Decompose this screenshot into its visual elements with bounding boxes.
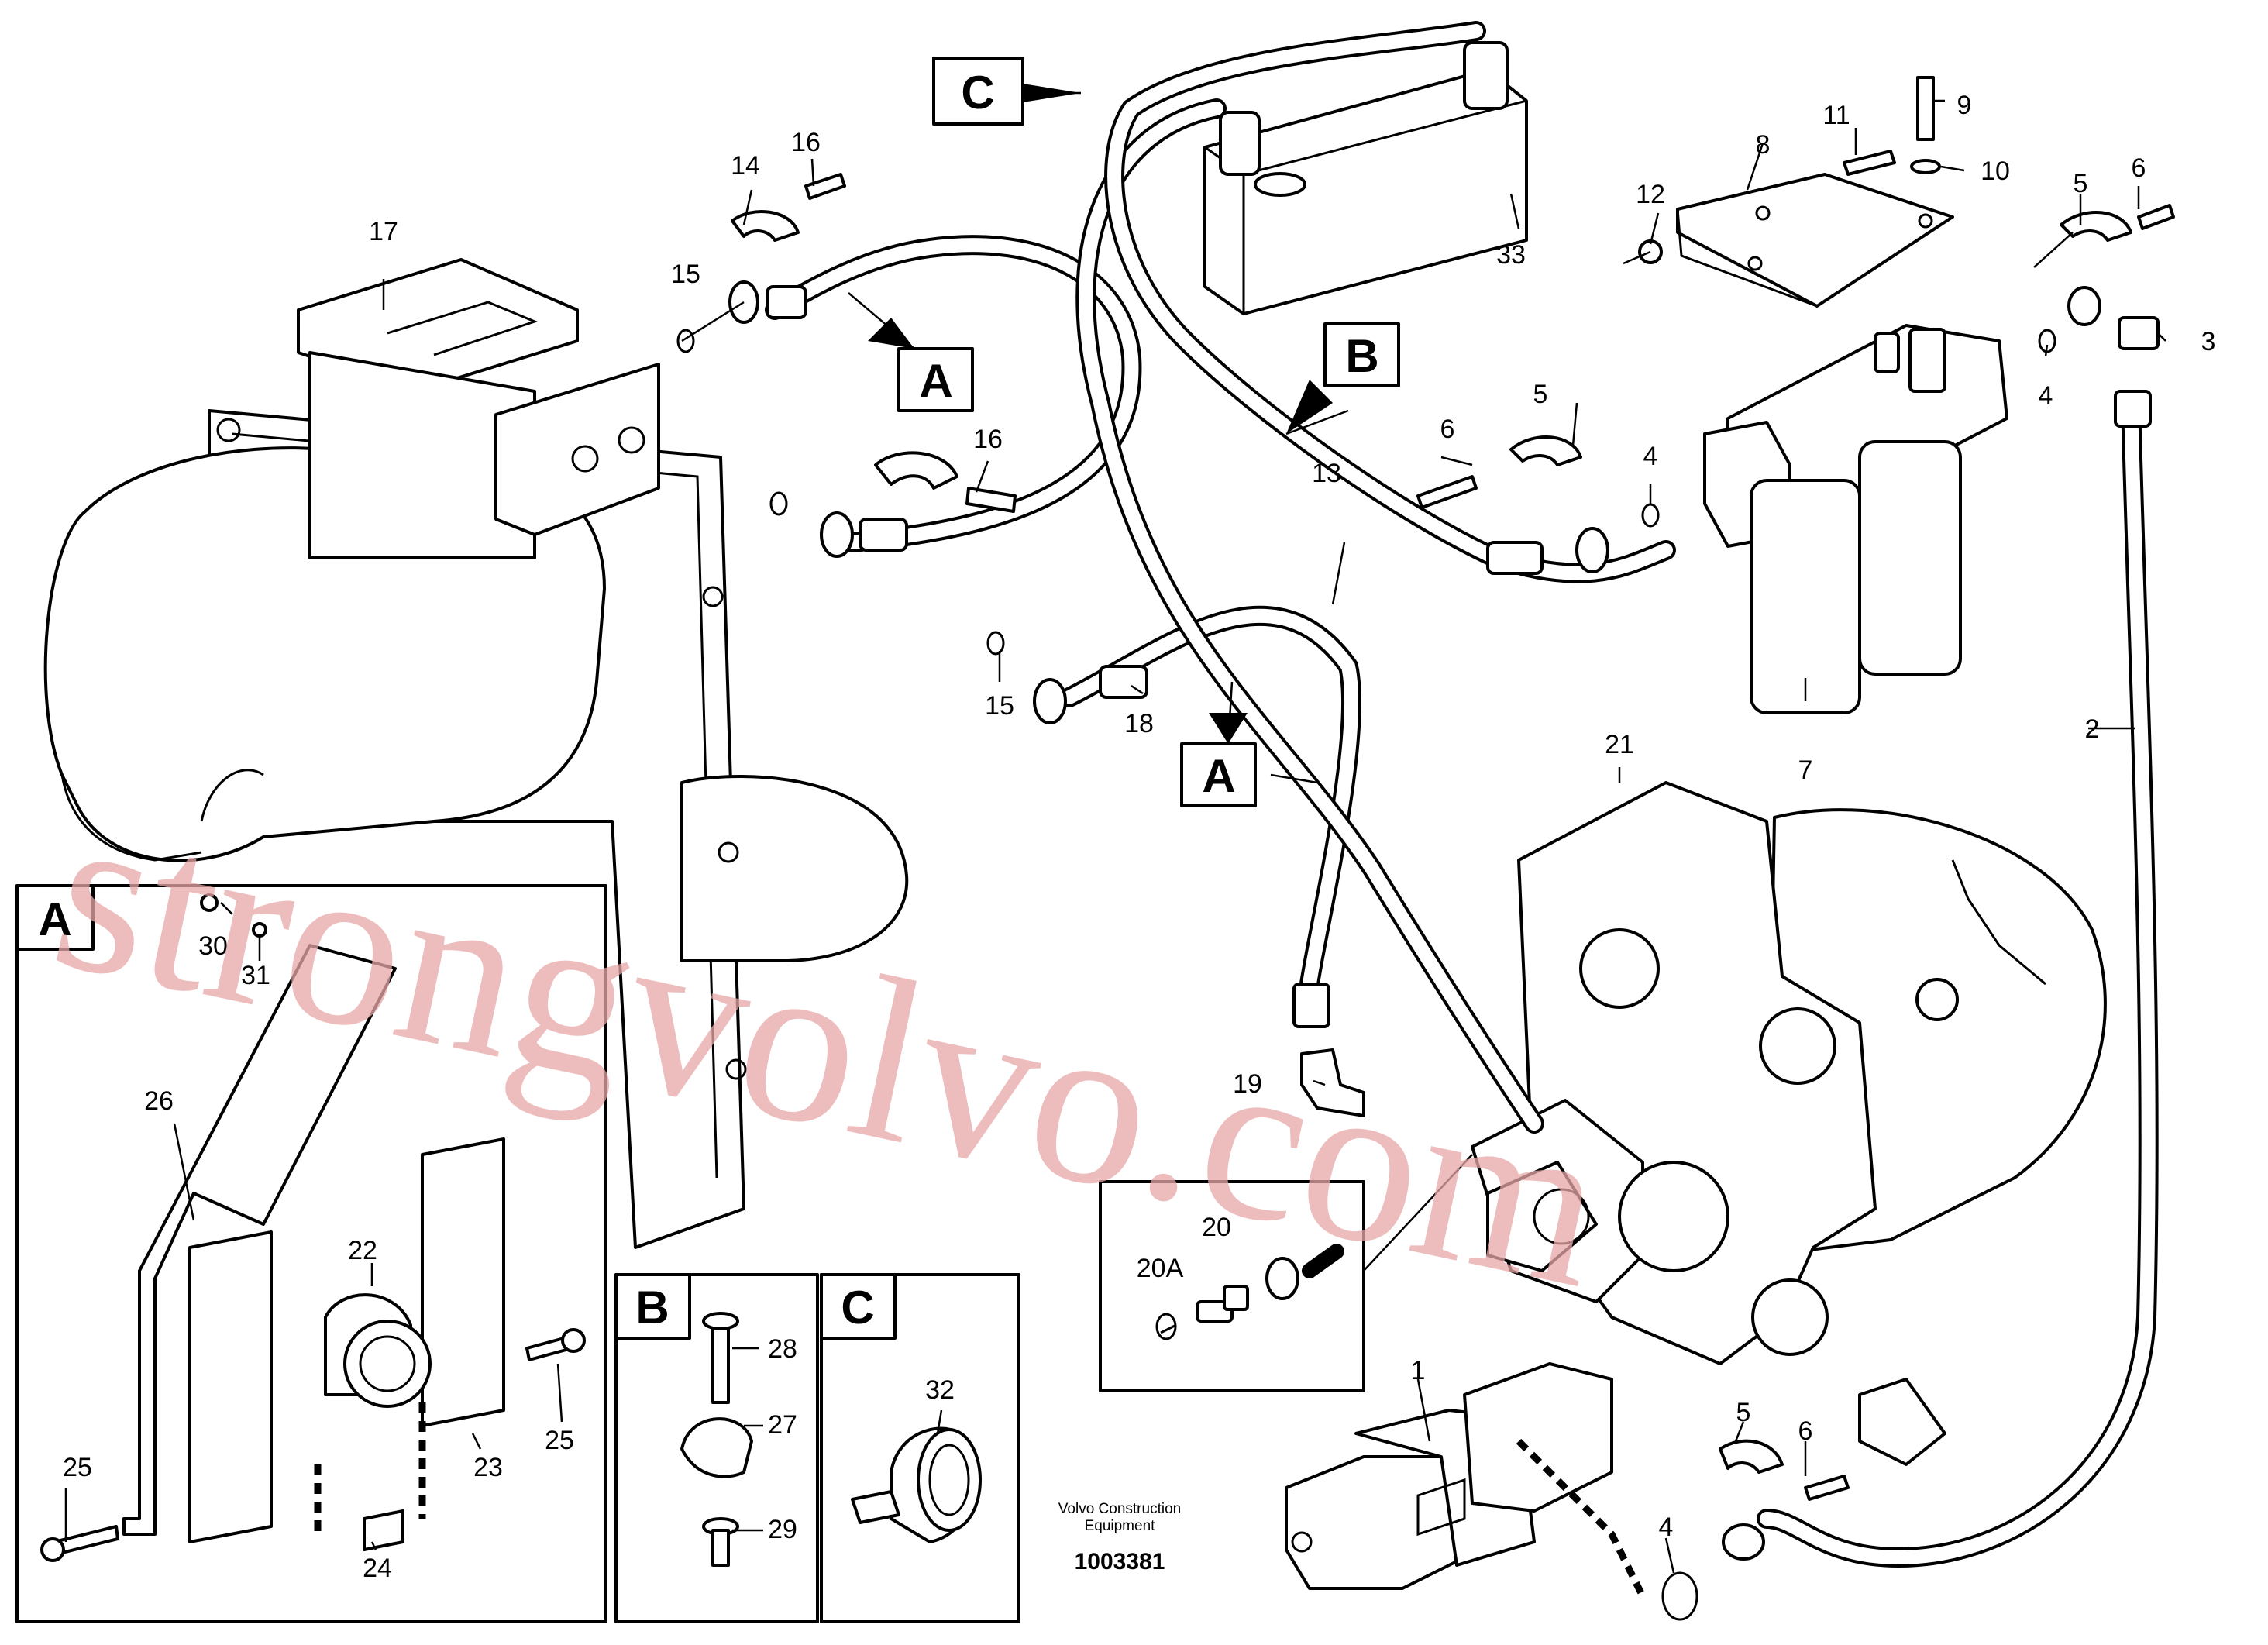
- inset-letter-c: C: [841, 1282, 874, 1334]
- label-9: 9: [1957, 91, 1972, 120]
- leader-lines: [382, 91, 2166, 1599]
- label-11: 11: [1822, 101, 1850, 130]
- label-33: 33: [1496, 240, 1526, 270]
- hydraulic-pump: [1285, 1362, 1613, 1590]
- label-25: 25: [63, 1453, 92, 1482]
- ref-box-a-lower: A: [1180, 742, 1257, 807]
- label-23: 23: [473, 1453, 503, 1482]
- label-16b: 16: [973, 425, 1003, 454]
- label-2: 2: [2085, 714, 2100, 744]
- oil-filter-assembly: [1703, 324, 2008, 714]
- label-5c: 5: [1736, 1398, 1751, 1427]
- inset-letter-a: A: [38, 893, 71, 945]
- label-25b: 25: [545, 1426, 574, 1455]
- ref-letter-b: B: [1345, 330, 1378, 382]
- valve-block: [297, 258, 660, 559]
- ref-letter-c: C: [961, 67, 994, 119]
- ref-box-a-upper: A: [897, 347, 974, 412]
- label-21: 21: [1605, 730, 1634, 759]
- reference-arrows: [868, 84, 1333, 744]
- oil-cooler: [1203, 41, 1528, 315]
- label-19: 19: [1233, 1069, 1262, 1099]
- label-7: 7: [1798, 755, 1813, 785]
- ref-box-c: C: [932, 57, 1024, 126]
- pump-drive-housing: [1471, 781, 2107, 1466]
- label-27: 27: [768, 1410, 797, 1440]
- label-29: 29: [768, 1515, 797, 1544]
- detail-20-box: [1099, 1180, 1365, 1392]
- label-6c: 6: [1798, 1416, 1813, 1446]
- mounting-bracket: [1676, 173, 1954, 308]
- label-16: 16: [791, 128, 821, 157]
- ref-box-b: B: [1323, 322, 1400, 387]
- label-6b: 6: [1440, 415, 1455, 444]
- label-22: 22: [348, 1236, 377, 1265]
- label-18: 18: [1124, 709, 1154, 738]
- label-12: 12: [1636, 180, 1665, 209]
- document-number: 1003381: [1075, 1549, 1165, 1574]
- label-10: 10: [1981, 157, 2010, 186]
- inset-a-box: A: [15, 884, 607, 1623]
- ref-letter-a: A: [1202, 750, 1235, 802]
- label-8: 8: [1756, 130, 1771, 160]
- label-4c: 4: [1659, 1513, 1674, 1542]
- label-17: 17: [369, 217, 398, 246]
- label-4: 4: [2039, 381, 2053, 411]
- label-5b: 5: [1533, 380, 1548, 409]
- inset-c-box: C: [820, 1273, 1020, 1623]
- label-14: 14: [731, 151, 760, 181]
- label-6: 6: [2132, 153, 2146, 183]
- label-5: 5: [2074, 169, 2088, 198]
- label-26: 26: [144, 1086, 174, 1116]
- label-1: 1: [1411, 1356, 1426, 1385]
- label-30: 30: [198, 931, 228, 961]
- label-20a: 20A: [1137, 1254, 1184, 1283]
- label-3: 3: [2201, 327, 2216, 356]
- part-number-labels: 1 2 3 4 4 4 5 5 5 6 6 6 7 8 9 10 11 12 1…: [63, 91, 2215, 1583]
- label-15: 15: [671, 260, 700, 289]
- inset-letter-b: B: [635, 1282, 669, 1334]
- label-24: 24: [363, 1554, 392, 1583]
- label-31: 31: [241, 961, 270, 990]
- inset-b-box: B: [614, 1273, 819, 1623]
- branding: Volvo Construction Equipment 1003381: [1058, 1501, 1181, 1574]
- label-32: 32: [925, 1375, 955, 1405]
- label-28: 28: [768, 1334, 797, 1364]
- label-20: 20: [1202, 1213, 1231, 1242]
- label-15b: 15: [985, 691, 1014, 721]
- label-4b: 4: [1643, 442, 1658, 471]
- brand-line-2: Equipment: [1085, 1518, 1156, 1534]
- ref-letter-a: A: [919, 355, 952, 407]
- brand-line-1: Volvo Construction: [1058, 1501, 1181, 1517]
- label-13: 13: [1312, 459, 1341, 488]
